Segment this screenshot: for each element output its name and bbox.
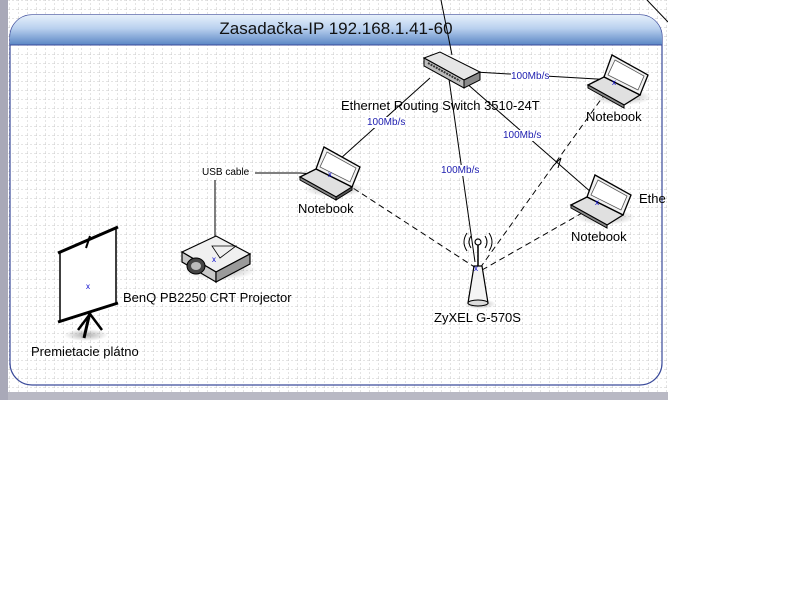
projector-label: BenQ PB2250 CRT Projector xyxy=(123,290,292,305)
uplink-line xyxy=(440,0,453,56)
svg-text:x: x xyxy=(212,255,216,264)
speed-label-router: 100Mb/s xyxy=(441,165,480,176)
svg-text:x: x xyxy=(595,198,599,207)
screen-label: Premietacie plátno xyxy=(31,344,139,359)
notebook-top-right-label: Notebook xyxy=(586,109,642,124)
usb-cable-label: USB cable xyxy=(202,167,250,178)
cut-off-label: Ethe xyxy=(639,191,666,206)
diagram-sheet: x x x xyxy=(0,0,668,400)
link-switch-notebook-right xyxy=(464,81,601,201)
speed-label-notebook-right: 100Mb/s xyxy=(503,130,542,141)
notebook-right-label: Notebook xyxy=(571,229,627,244)
page-left-edge xyxy=(0,0,8,400)
switch-label: Ethernet Routing Switch 3510-24T xyxy=(341,98,540,113)
wifi-arrow xyxy=(552,157,562,169)
router-label: ZyXEL G-570S xyxy=(434,310,521,325)
wireless-router-icon[interactable]: x xyxy=(463,232,496,309)
projection-screen-icon[interactable]: x xyxy=(57,225,119,341)
title-bar xyxy=(10,15,662,45)
svg-text:x: x xyxy=(328,170,332,179)
notebook-left-icon[interactable]: x xyxy=(298,146,364,201)
projector-icon[interactable]: x xyxy=(180,235,256,284)
speed-label-notebook-left: 100Mb/s xyxy=(367,117,406,128)
notebook-right-icon[interactable]: x xyxy=(569,174,635,229)
offpage-connector-line xyxy=(646,0,668,23)
speed-label-notebook-top-right: 100Mb/s xyxy=(511,71,550,82)
svg-text:x: x xyxy=(474,264,478,273)
svg-text:x: x xyxy=(86,282,90,291)
notebook-left-label: Notebook xyxy=(298,201,354,216)
diagram-canvas: x x x xyxy=(0,0,668,400)
svg-text:x: x xyxy=(612,78,616,87)
notebook-top-right-icon[interactable]: x xyxy=(586,54,652,109)
page-title: Zasadačka-IP 192.168.1.41-60 xyxy=(219,19,453,38)
switch-icon[interactable] xyxy=(422,51,482,89)
wifi-notebook-top-right xyxy=(479,83,613,269)
